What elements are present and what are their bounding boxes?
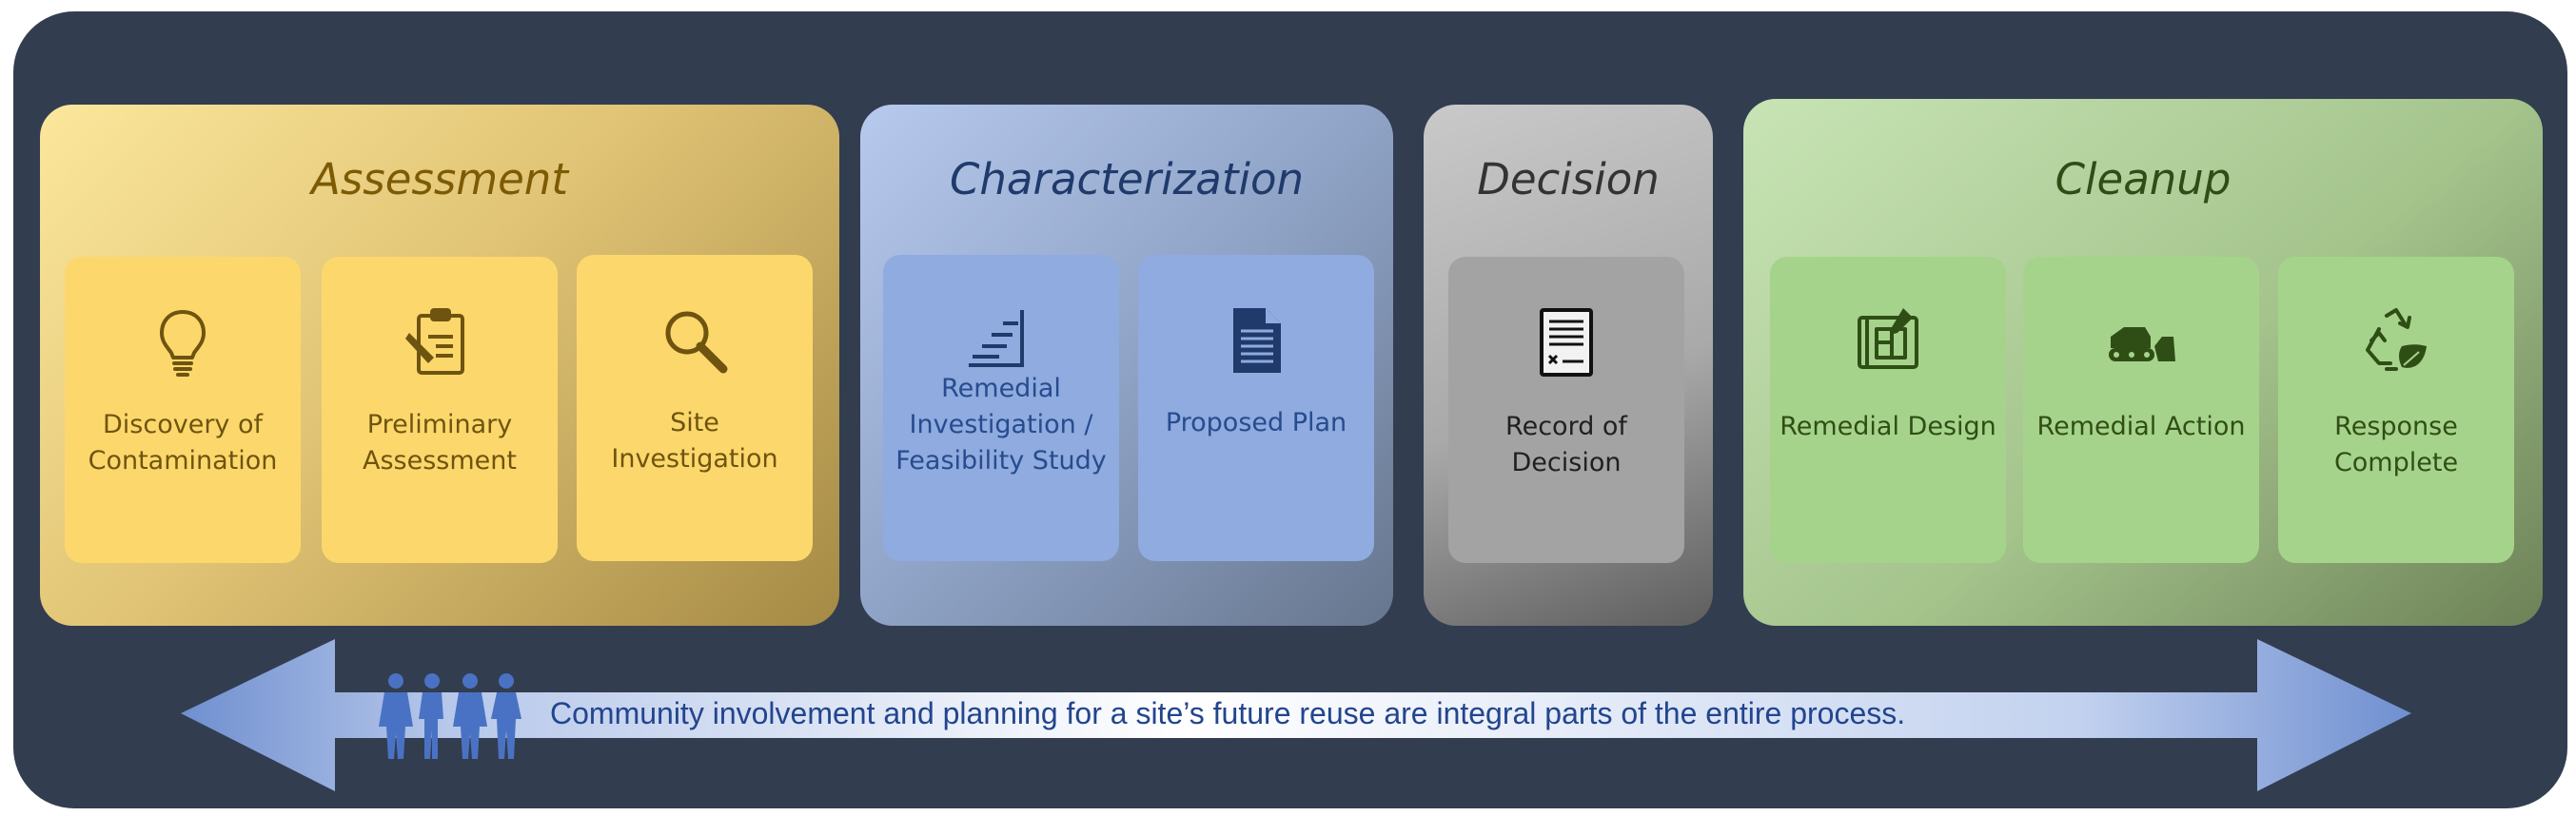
step-label: Record of Decision [1505, 412, 1627, 477]
phase-title-cleanup: Cleanup [2055, 154, 2232, 204]
step-label: Discovery of Contamination [88, 410, 278, 476]
step-response-complete: Response Complete [2278, 257, 2514, 563]
step-remedial-design: Remedial Design [1770, 257, 2006, 563]
step-remedial-investigation-feasibility-study: Remedial Investigation / Feasibility Stu… [883, 255, 1119, 561]
blueprint-icon [1858, 308, 1918, 369]
step-site-investigation: Site Investigation [577, 255, 813, 561]
step-record-of-decision: Record of Decision [1448, 257, 1684, 563]
phase-assessment: Assessment Discovery of Contamination Pr… [40, 105, 839, 626]
phase-title-decision: Decision [1477, 154, 1660, 204]
phase-cleanup: Cleanup Remedial Design Remedial Action [1743, 99, 2543, 626]
step-label: Proposed Plan [1165, 408, 1347, 437]
step-discovery-of-contamination: Discovery of Contamination [65, 257, 301, 563]
signed-document-icon [1540, 308, 1593, 377]
bulldozer-icon [2109, 327, 2175, 361]
step-preliminary-assessment: Preliminary Assessment [322, 257, 558, 563]
clipboard-pen-icon [405, 308, 464, 375]
step-remedial-action: Remedial Action [2023, 257, 2259, 563]
magnifying-glass-icon [665, 311, 728, 374]
lightbulb-icon [160, 310, 206, 377]
double-arrow-banner [181, 639, 2411, 791]
step-label: Remedial Action [2036, 412, 2246, 441]
step-label: Site Investigation [611, 408, 778, 474]
step-label: Remedial Design [1780, 412, 1996, 441]
people-group-icon [379, 673, 521, 759]
phase-characterization: Characterization Remedial Investigation … [860, 105, 1393, 626]
stairs-chart-icon [969, 310, 1024, 367]
step-proposed-plan: Proposed Plan [1138, 255, 1374, 561]
step-label: Preliminary Assessment [363, 410, 517, 476]
step-label: Response Complete [2333, 412, 2459, 477]
phase-decision: Decision Record of Decision [1424, 105, 1713, 626]
phase-title-characterization: Characterization [949, 154, 1305, 204]
recycle-leaf-icon [2366, 308, 2427, 371]
step-label: Remedial Investigation / Feasibility Stu… [895, 374, 1107, 476]
document-icon [1233, 308, 1281, 373]
banner-text: Community involvement and planning for a… [550, 696, 1906, 730]
phase-title-assessment: Assessment [311, 154, 568, 204]
